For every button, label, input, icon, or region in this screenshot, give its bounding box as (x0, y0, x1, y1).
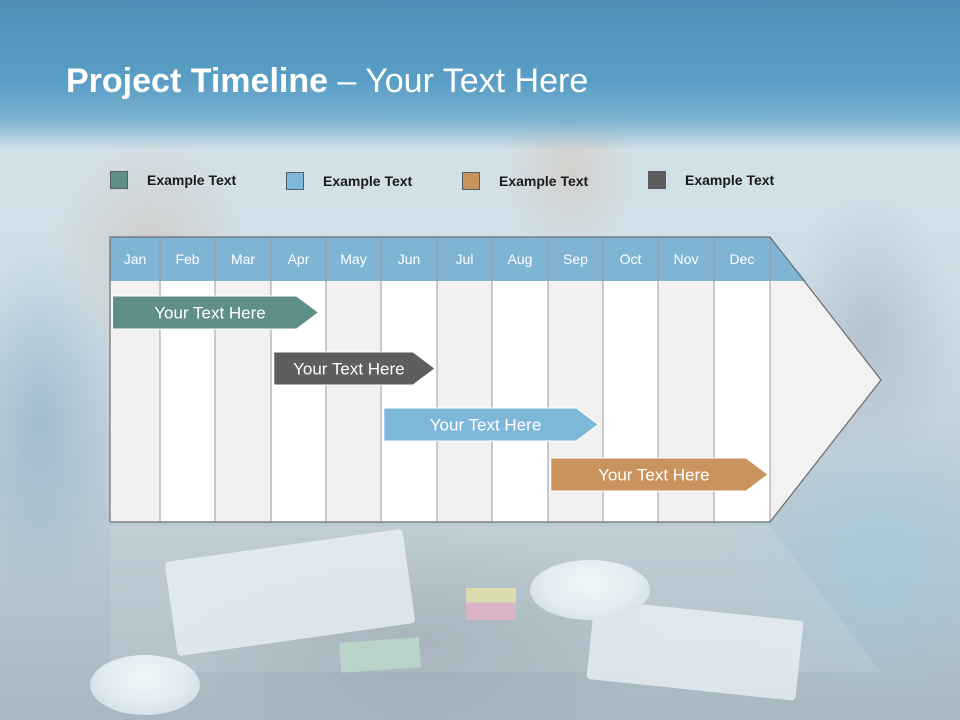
month-label-feb: Feb (175, 251, 199, 267)
month-column (437, 281, 492, 522)
month-label-apr: Apr (288, 251, 310, 267)
coffee-cup-2 (90, 655, 200, 715)
task-bar-label-4: Your Text Here (598, 466, 710, 485)
legend-label: Example Text (499, 173, 589, 189)
task-bar-label-1: Your Text Here (154, 304, 266, 323)
task-bar-label-3: Your Text Here (430, 416, 542, 435)
month-column (326, 281, 381, 522)
month-label-mar: Mar (231, 251, 255, 267)
task-bar-1 (112, 295, 320, 330)
month-label-dec: Dec (730, 251, 755, 267)
month-label-jun: Jun (398, 251, 421, 267)
slide-title: Project Timeline – Your Text Here (66, 58, 588, 104)
title-bold: Project Timeline (66, 62, 329, 100)
sticky-notes (466, 588, 516, 620)
task-bar-2 (273, 351, 436, 386)
legend-label: Example Text (147, 172, 237, 188)
coffee-cup (530, 560, 650, 620)
legend-swatch (648, 171, 666, 189)
task-bar-label-2: Your Text Here (293, 360, 405, 379)
month-label-may: May (340, 251, 366, 267)
title-rest: – Your Text Here (328, 62, 589, 100)
month-label-aug: Aug (508, 251, 533, 267)
legend-swatch (286, 172, 304, 190)
month-label-jan: Jan (124, 251, 147, 267)
month-label-nov: Nov (674, 251, 699, 267)
legend-swatch (462, 172, 480, 190)
month-label-sep: Sep (563, 251, 588, 267)
legend-label: Example Text (685, 172, 775, 188)
month-column (492, 281, 548, 522)
month-label-jul: Jul (456, 251, 474, 267)
month-header-band (110, 237, 770, 281)
timeline-reflection (110, 526, 881, 672)
month-label-oct: Oct (620, 251, 642, 267)
legend-label: Example Text (323, 173, 413, 189)
title-band (0, 0, 960, 150)
legend-swatch (110, 171, 128, 189)
timeline-arrow-outline (109, 236, 882, 523)
task-bar-3 (383, 407, 600, 442)
month-column (381, 281, 437, 522)
task-bar-4 (550, 457, 769, 492)
